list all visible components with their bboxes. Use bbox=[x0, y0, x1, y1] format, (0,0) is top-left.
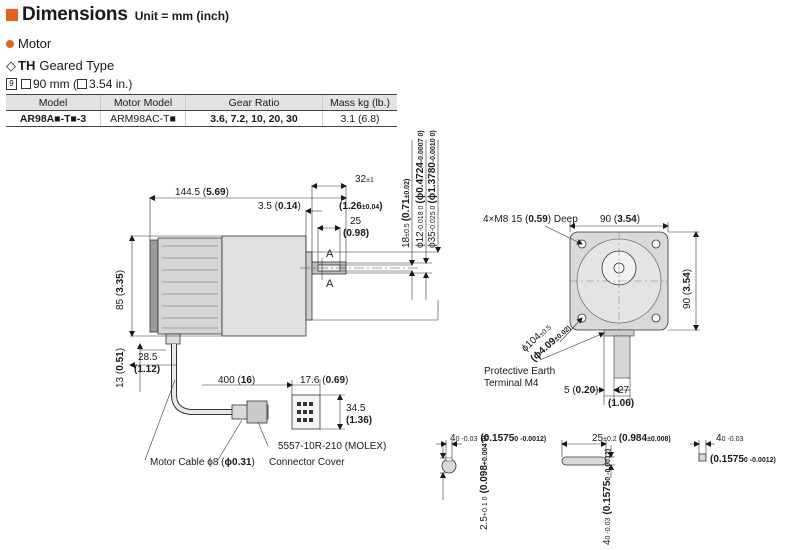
dim-conn-34-5-inch: (1.36) bbox=[346, 415, 372, 426]
earth-terminal-base bbox=[603, 329, 635, 337]
type-code: TH bbox=[18, 58, 36, 73]
side-dimension-lines bbox=[129, 140, 441, 461]
frame-size: 9 90 mm ( 3.54 in.) bbox=[6, 77, 132, 91]
dim-d35: ϕ35-0.025 0(ϕ1.3780-0.0010 0) bbox=[427, 130, 438, 248]
connector-cover-label: Connector Cover bbox=[269, 457, 345, 468]
cable-outlet bbox=[613, 335, 631, 379]
dim-cable-28-5-inch: (1.12) bbox=[134, 364, 160, 375]
dim-conn-17-6: 17.6 (0.69) bbox=[300, 375, 348, 386]
side-view bbox=[149, 235, 420, 430]
section-heading: Motor bbox=[6, 36, 51, 51]
dim-key-length: 25±0.2(0.984±0.008) bbox=[592, 433, 671, 444]
col-header: Gear Ratio bbox=[185, 94, 323, 111]
dim-side-5: 5 (0.20) bbox=[564, 385, 598, 396]
dim-keyway-width: 40 -0.03(0.15750 -0.0012) bbox=[450, 433, 546, 444]
table-header-row: Model Motor Model Gear Ratio Mass kg (lb… bbox=[6, 94, 397, 111]
dim-side-27: 27 bbox=[618, 385, 630, 396]
dim-keyway-depth: 2.5+0.1 0(0.098+0.004 0) bbox=[479, 435, 490, 530]
key-top-view bbox=[561, 456, 607, 466]
square-icon bbox=[21, 79, 31, 89]
earth-terminal-label-2: Terminal M4 bbox=[484, 378, 539, 389]
dim-side-27-inch: (1.06) bbox=[608, 398, 634, 409]
frame-size-inch: 3.54 in.) bbox=[89, 77, 133, 91]
section-mark-a: A bbox=[326, 278, 334, 290]
unit-note: Unit = mm (inch) bbox=[134, 9, 230, 23]
spec-table: Model Motor Model Gear Ratio Mass kg (lb… bbox=[6, 94, 397, 127]
fin-lines bbox=[162, 245, 218, 329]
key-detail bbox=[441, 453, 707, 474]
connector-part-label: 5557-10R-210 (MOLEX) bbox=[278, 441, 386, 452]
connector-pins bbox=[297, 402, 313, 422]
key-dimension-lines bbox=[436, 440, 715, 500]
col-header: Model bbox=[6, 94, 101, 111]
dim-d12: ϕ12-0.018 0(ϕ0.4724-0.0007 0) bbox=[415, 130, 426, 248]
mass-cell: 3.1 (6.8) bbox=[322, 110, 397, 127]
tapped-hole-label: 4×M8 15 (0.59) Deep bbox=[483, 214, 578, 225]
dim-conn-34-5: 34.5 bbox=[346, 403, 366, 414]
dim-key-25-inch: (0.98) bbox=[343, 228, 369, 239]
section-mark-a: A bbox=[326, 248, 334, 260]
mount-hole bbox=[651, 313, 661, 323]
motor-end-cap bbox=[149, 239, 159, 333]
connector-cover-shape bbox=[246, 400, 268, 424]
table-row: AR98A■-T■-3 ARM98AC-T■ 3.6, 7.2, 10, 20,… bbox=[6, 110, 397, 127]
page-title: Dimensions bbox=[22, 4, 128, 25]
model-cell: AR98A■-T■-3 bbox=[6, 110, 101, 127]
frame-code-box: 9 bbox=[6, 78, 17, 90]
key-end-view bbox=[698, 453, 707, 462]
gearhead-housing bbox=[221, 235, 307, 337]
dim-shaft-32: 32±1 bbox=[355, 174, 374, 185]
section-label: Motor bbox=[18, 36, 52, 51]
key-dimension-text: 40 -0.03(0.15750 -0.0012) 25±0.2(0.984±0… bbox=[450, 433, 776, 545]
motor-model-cell: ARM98AC-T■ bbox=[100, 110, 186, 127]
dim-key-height-inch: (0.15750 -0.0012) bbox=[710, 454, 776, 465]
earth-terminal-label: Protective Earth bbox=[484, 366, 555, 377]
motor-cable-label: Motor Cable ϕ8 (ϕ0.31) bbox=[150, 457, 255, 468]
dim-key-25: 25 bbox=[350, 216, 362, 227]
front-view bbox=[569, 231, 669, 379]
dim-cable-13: 13 (0.51) bbox=[115, 348, 126, 388]
dim-length-total: 144.5 (5.69) bbox=[175, 187, 229, 198]
dim-cable-28-5: 28.5 bbox=[138, 352, 158, 363]
motor-cable-inner bbox=[172, 344, 260, 414]
dimensions-header: Dimensions Unit = mm (inch) bbox=[6, 4, 229, 26]
front-dimension-lines bbox=[539, 222, 700, 405]
dim-flange-3-5: 3.5 (0.14) bbox=[258, 201, 301, 212]
type-label: Geared Type bbox=[39, 58, 115, 73]
keyway-slot bbox=[445, 457, 453, 462]
cable-clamp bbox=[165, 333, 181, 345]
dim-height-90: 90 (3.54) bbox=[682, 269, 693, 309]
diamond-icon: ◇ bbox=[6, 58, 16, 73]
dim-cable-400: 400 (16) bbox=[218, 375, 255, 386]
frame-size-mm: 90 mm ( bbox=[33, 77, 78, 91]
col-header: Mass kg (lb.) bbox=[322, 94, 397, 111]
gear-ratio-cell: 3.6, 7.2, 10, 20, 30 bbox=[185, 110, 323, 127]
side-dimension-text: 144.5 (5.69) 32±1 (1.26±0.04) 3.5 (0.14)… bbox=[115, 130, 438, 468]
dim-key-height: 40 -0.03 bbox=[716, 433, 743, 444]
gear-flange bbox=[305, 251, 313, 321]
mount-hole bbox=[651, 239, 661, 249]
dim-width-90: 90 (3.54) bbox=[600, 214, 640, 225]
dim-d18: 18±0.5(0.71±0.02) bbox=[401, 179, 412, 248]
dim-shaft-32-inch: (1.26±0.04) bbox=[339, 201, 383, 212]
motor-housing bbox=[157, 237, 223, 335]
orange-square-icon bbox=[6, 9, 18, 21]
dim-height-85: 85 (3.35) bbox=[115, 270, 126, 310]
dim-key-width: 40 -0.03(0.15750 -0.0012) bbox=[602, 449, 613, 545]
square-icon bbox=[77, 79, 88, 89]
motor-body bbox=[149, 235, 347, 345]
orange-dot-icon bbox=[6, 39, 14, 48]
